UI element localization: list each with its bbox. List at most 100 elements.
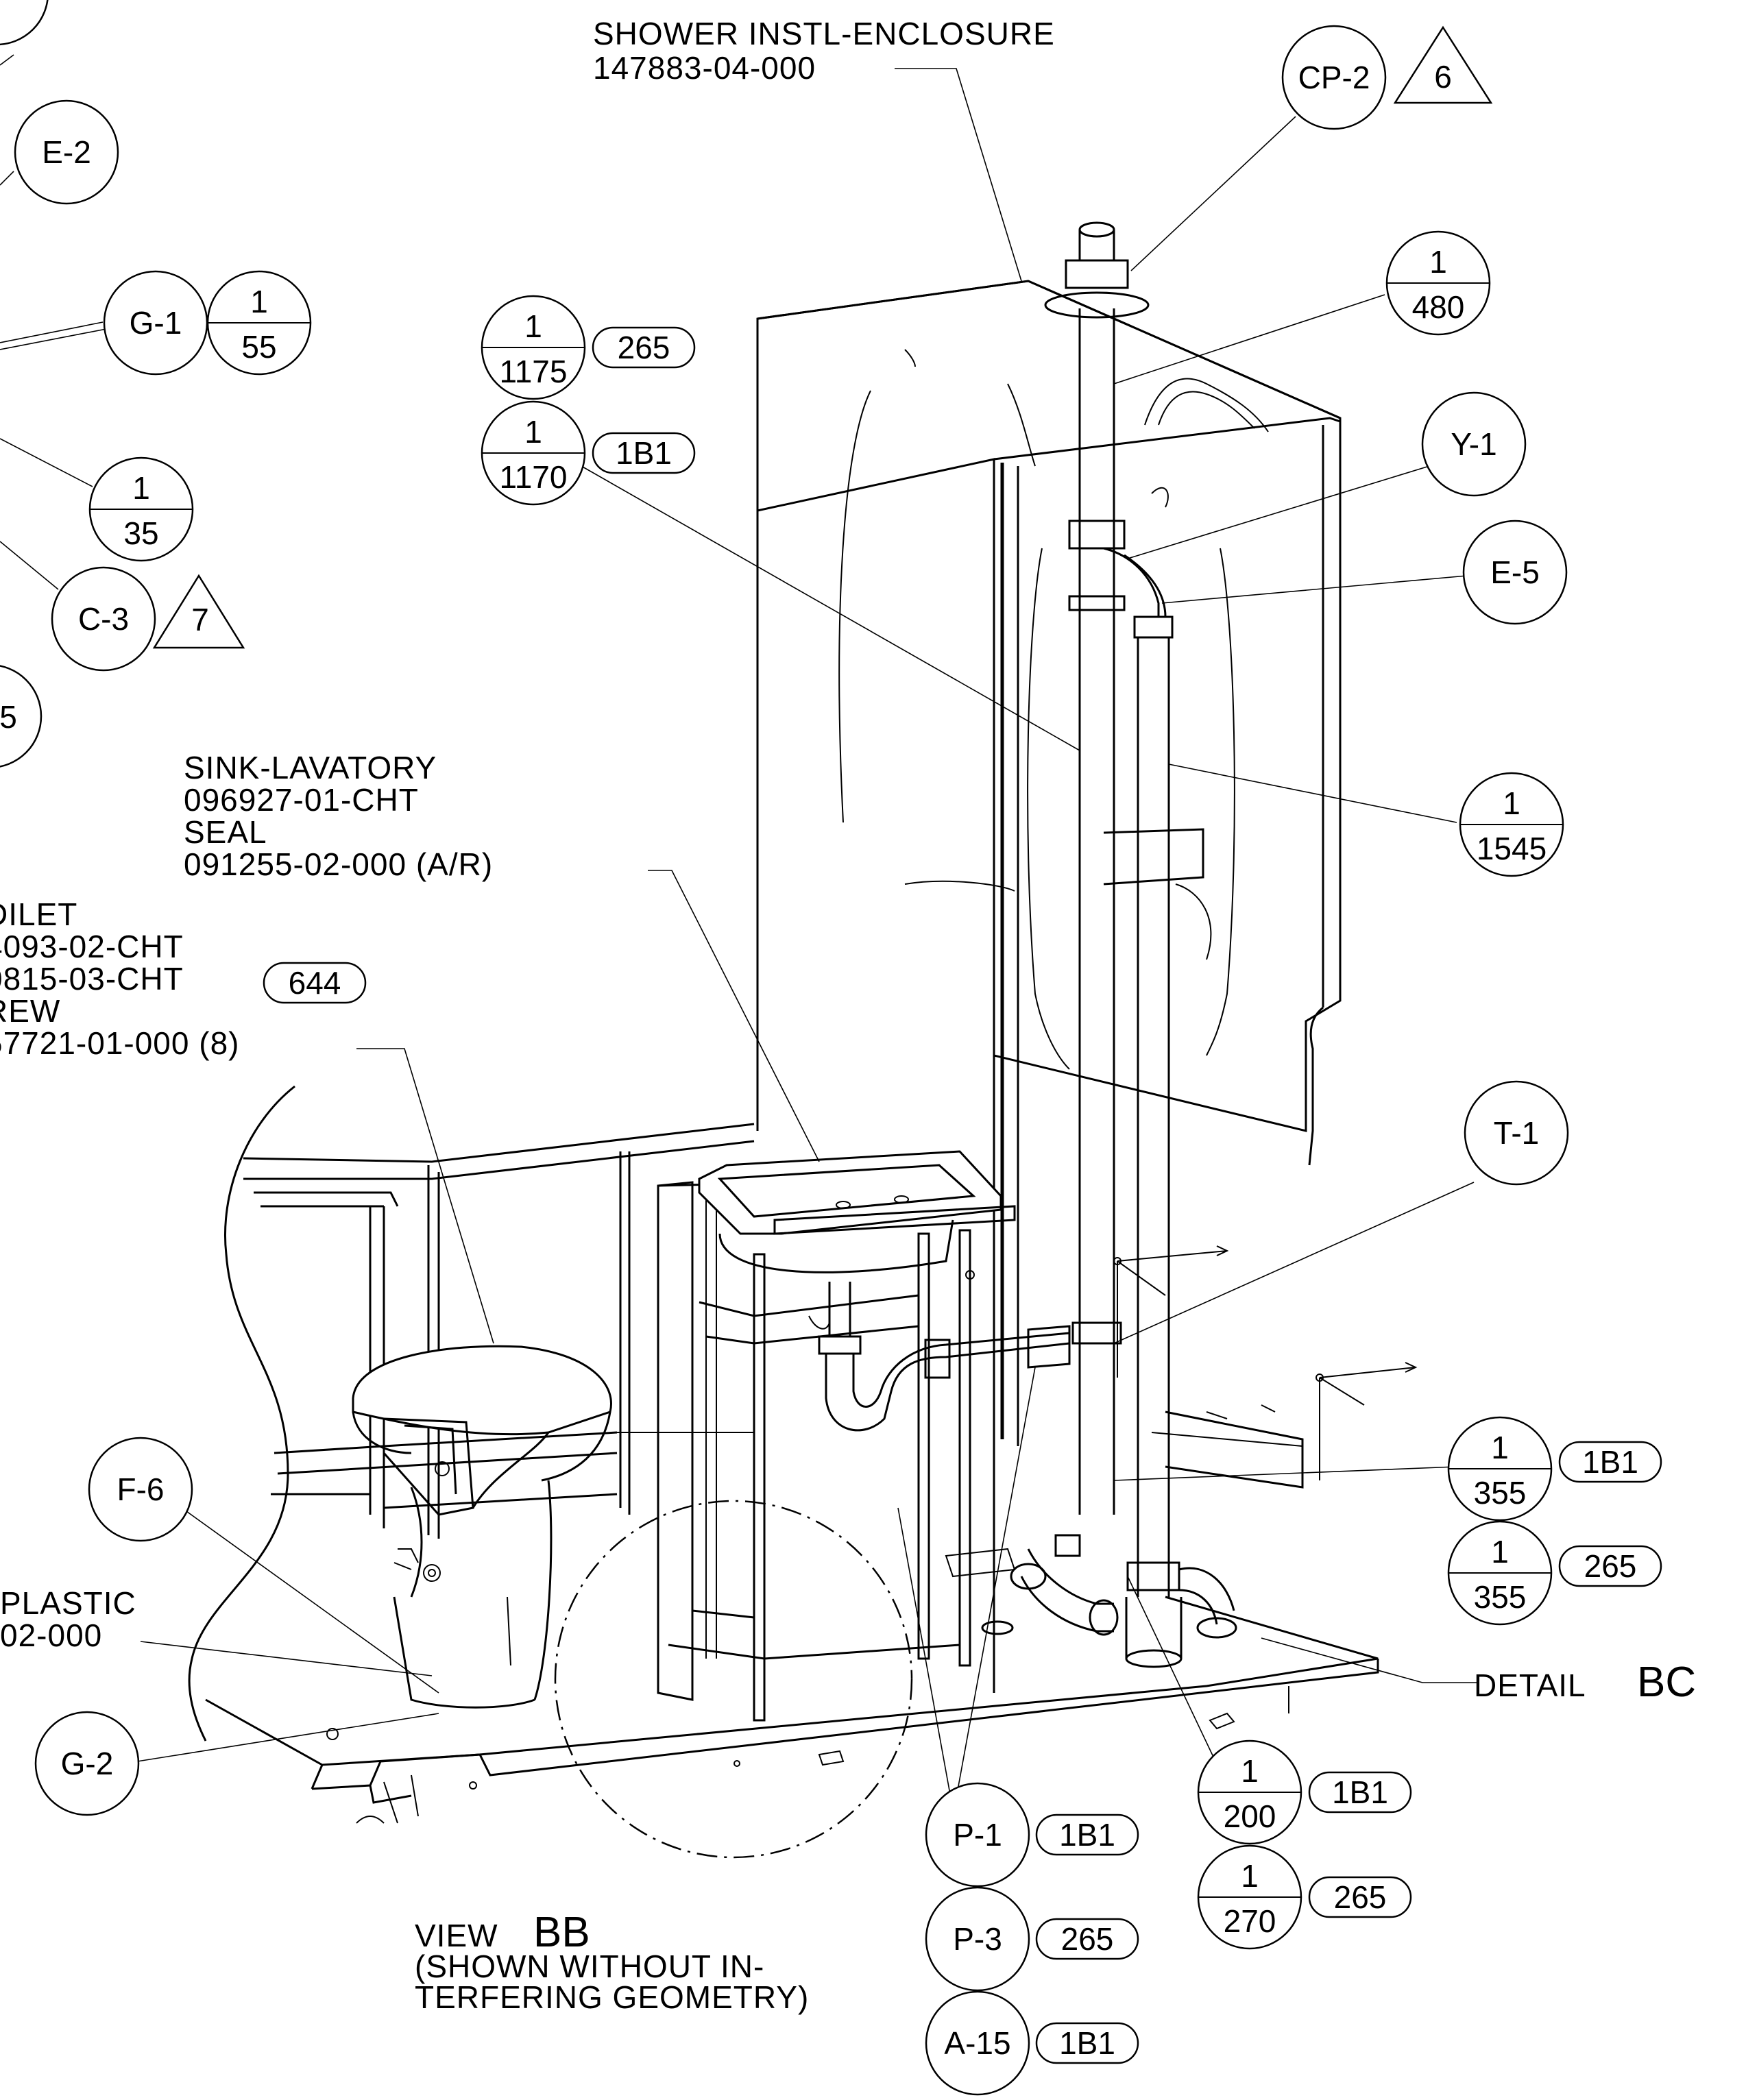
- note-plastic-line-1: PLASTIC: [0, 1585, 136, 1621]
- fraction-480-top: 1: [1429, 244, 1447, 280]
- fraction-1170-top: 1: [524, 414, 542, 450]
- tag-e2-text: E-2: [42, 134, 91, 170]
- fraction-355-a: 1 355 1B1: [1447, 1416, 1662, 1522]
- fraction-200-top: 1: [1241, 1753, 1259, 1789]
- shower-enclosure: [756, 280, 1342, 1693]
- tag-cut-top-left: [0, 0, 49, 46]
- tag-g2: [34, 1711, 140, 1816]
- fraction-200: 1 200 1B1: [1197, 1739, 1412, 1845]
- pill-1170: [592, 432, 696, 474]
- tag-g1-text: G-1: [130, 305, 182, 341]
- pill-p3-text: 265: [1061, 1921, 1114, 1957]
- tag-p3-text: P-3: [953, 1921, 1002, 1957]
- flag-c3-triangle: [152, 574, 245, 649]
- view-title-block: VIEW BB (SHOWN WITHOUT IN- TERFERING GEO…: [415, 1909, 809, 2015]
- view-title-letters: BB: [533, 1909, 590, 1956]
- tag-e2: [14, 99, 119, 205]
- pill-355-a-text: 1B1: [1582, 1444, 1638, 1480]
- fraction-355-b-top: 1: [1491, 1534, 1509, 1570]
- pill-p1: [1035, 1814, 1139, 1856]
- fraction-1545-top: 1: [1503, 785, 1520, 821]
- pill-355-b: [1558, 1545, 1662, 1587]
- tag-p3: [925, 1886, 1030, 1992]
- fraction-1175-bottom: 1175: [500, 354, 568, 389]
- fraction-35-top: 1: [132, 470, 150, 506]
- tag-e5: [1462, 520, 1568, 625]
- fraction-270: 1 270 265: [1197, 1844, 1412, 1950]
- fraction-270-top: 1: [1241, 1858, 1259, 1894]
- tag-y1-text: Y-1: [1451, 426, 1496, 462]
- note-plastic-line-2: 02-000: [0, 1617, 102, 1653]
- detail-label-prefix: DETAIL: [1474, 1668, 1586, 1703]
- detail-label-block: DETAIL BC: [1474, 1659, 1696, 1706]
- note-toilet-line-2: 4093-02-CHT: [0, 929, 184, 964]
- toilet: [352, 1345, 612, 1709]
- note-sink-line-2: 096927-01-CHT: [184, 782, 419, 818]
- fraction-270-bottom: 270: [1224, 1903, 1276, 1939]
- vent-stacks: [1044, 221, 1183, 1668]
- tag-cut-5-text: 5: [0, 699, 17, 735]
- tag-p1-text: P-1: [953, 1817, 1002, 1853]
- view-title-prefix: VIEW: [415, 1918, 498, 1953]
- pill-355-b-text: 265: [1584, 1548, 1637, 1584]
- note-plastic: PLASTIC 02-000: [0, 1585, 136, 1653]
- fraction-1545: 1 1545: [1459, 772, 1564, 877]
- note-toilet-line-1: DILET: [0, 896, 77, 932]
- drawing-geometry: [188, 221, 1418, 1859]
- fraction-1175-top: 1: [524, 308, 542, 344]
- fraction-200-bottom: 200: [1224, 1798, 1276, 1834]
- fraction-g1-top: 1: [250, 284, 268, 319]
- pill-1175: [592, 326, 696, 369]
- tag-e5-text: E-5: [1490, 554, 1540, 590]
- toilet-tag-pill: [263, 962, 367, 1004]
- lower-drain-pipes: [945, 1534, 1237, 1639]
- detail-label-letters: BC: [1637, 1659, 1696, 1706]
- fraction-35: 1 35: [88, 456, 194, 562]
- pill-200: [1308, 1771, 1412, 1814]
- pill-270: [1308, 1876, 1412, 1918]
- floor-platform: [205, 1596, 1379, 1824]
- axis-triads: [1113, 1245, 1418, 1480]
- tag-g2-text: G-2: [61, 1746, 114, 1781]
- tag-f6: [88, 1437, 193, 1542]
- pill-a15: [1035, 2022, 1139, 2064]
- note-sink: SINK-LAVATORY 096927-01-CHT SEAL 091255-…: [184, 750, 492, 882]
- pill-355-a: [1558, 1441, 1662, 1483]
- sink-frame: [657, 1177, 971, 1722]
- tag-c3: [51, 566, 156, 672]
- fraction-1170: 1 1170 1B1: [481, 400, 696, 506]
- note-sink-line-3: SEAL: [184, 814, 267, 850]
- tag-cp2-text: CP-2: [1298, 60, 1370, 95]
- pill-200-text: 1B1: [1332, 1774, 1388, 1810]
- flag-c3-text: 7: [191, 602, 209, 637]
- fraction-355-b-bottom: 355: [1474, 1579, 1527, 1615]
- tag-a15-text: A-15: [944, 2025, 1010, 2061]
- note-toilet-line-4: REW: [0, 993, 60, 1029]
- tag-bubbles: E-2 G-1 C-3 7 5 CP-2 6 Y-1 E-5 T-1 F-6 G…: [0, 0, 1569, 2096]
- fraction-355-b: 1 355 265: [1447, 1520, 1662, 1626]
- flag-cp2-triangle: [1393, 25, 1493, 104]
- view-note-line-1: (SHOWN WITHOUT IN-: [415, 1949, 764, 1984]
- pill-a15-text: 1B1: [1059, 2025, 1115, 2061]
- tag-cut-5: [0, 665, 43, 768]
- fraction-g1-bottom: 55: [241, 329, 276, 365]
- drain-trap: [808, 1282, 1071, 1432]
- view-note-line-2: TERFERING GEOMETRY): [415, 1979, 809, 2015]
- fraction-1545-bottom: 1545: [1477, 831, 1547, 866]
- fraction-480: 1 480: [1385, 230, 1491, 336]
- pill-270-text: 265: [1334, 1879, 1387, 1915]
- tag-a15: [925, 1990, 1030, 2096]
- pill-1170-text: 1B1: [616, 435, 672, 471]
- fraction-1170-bottom: 1170: [500, 459, 568, 495]
- tag-y1: [1421, 391, 1527, 497]
- fraction-1175: 1 1175 265: [481, 295, 696, 400]
- pill-p1-text: 1B1: [1059, 1817, 1115, 1853]
- note-shower: SHOWER INSTL-ENCLOSURE 147883-04-000: [593, 16, 1054, 86]
- leader-lines: [0, 54, 1477, 1817]
- fraction-bubbles: 1 55 1 35 1 1175 265 1 1170 1B1: [88, 230, 1662, 2064]
- fraction-355-a-top: 1: [1491, 1430, 1509, 1465]
- sink-basin: [698, 1150, 1016, 1280]
- fraction-g1: 1 55: [206, 270, 312, 376]
- toilet-tag-text: 644: [289, 965, 341, 1001]
